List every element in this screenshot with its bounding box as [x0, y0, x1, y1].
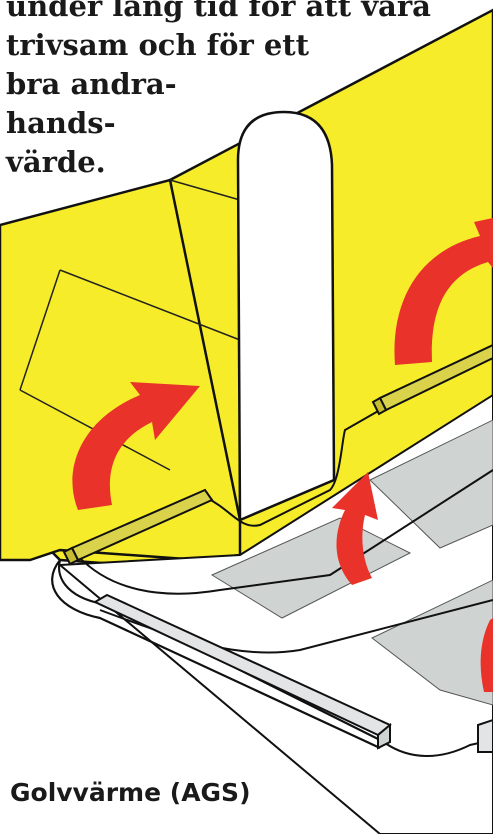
figure-caption: Golvvärme (AGS) — [10, 778, 251, 807]
intro-line: trivsam och för ett — [6, 26, 426, 65]
intro-line: under lång tid för att vara — [6, 0, 426, 26]
pipe-connector — [478, 720, 493, 752]
intro-line: värde. — [6, 143, 426, 182]
intro-line: bra andra- — [6, 65, 426, 104]
intro-line: hands- — [6, 104, 426, 143]
intro-text: under lång tid för att vara trivsam och … — [6, 0, 426, 182]
